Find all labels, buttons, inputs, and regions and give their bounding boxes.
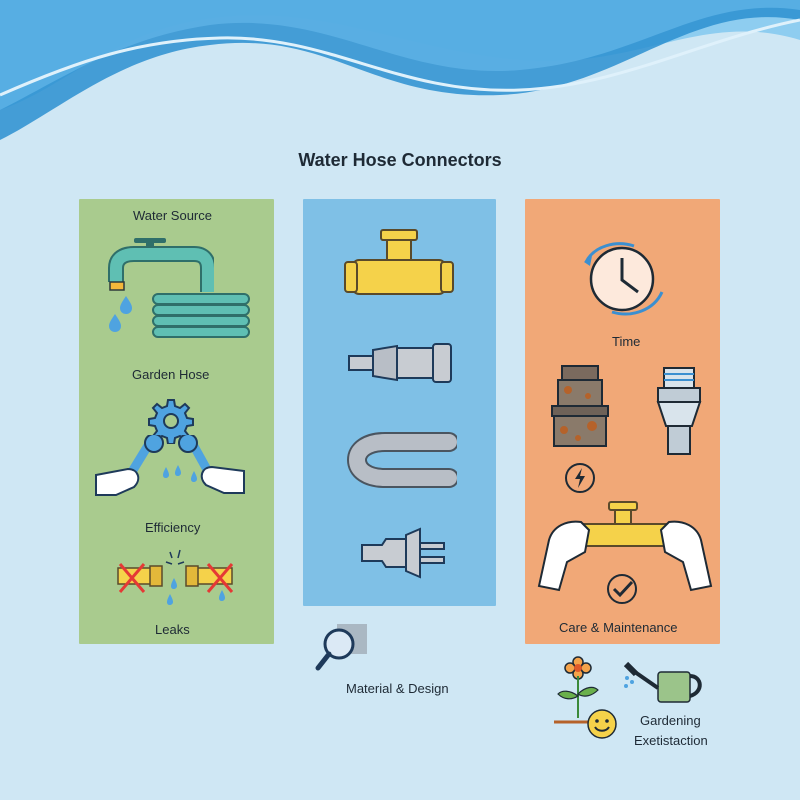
faucet-icon — [108, 238, 214, 292]
magnifier-icon — [315, 624, 367, 671]
label-garden-hose: Garden Hose — [132, 367, 210, 382]
tee-connector-icon — [344, 229, 454, 295]
label-gardening-line1: Gardening — [640, 713, 701, 728]
water-drops-icon — [109, 296, 132, 332]
page-title: Water Hose Connectors — [298, 150, 502, 170]
label-time: Time — [612, 334, 641, 349]
smiley-icon — [587, 709, 617, 739]
wave-header — [0, 0, 800, 140]
watering-can-icon — [624, 661, 702, 703]
hands-pipe-icon — [537, 501, 713, 592]
quick-connector-icon — [348, 343, 452, 383]
wrench-hands-icon — [95, 435, 245, 496]
checkmark-icon — [607, 574, 637, 604]
clock-icon — [584, 242, 664, 316]
label-care-maintenance: Care & Maintenance — [559, 620, 678, 635]
gear-icon — [148, 399, 194, 444]
hose-coil-icon — [152, 293, 250, 338]
label-water-source: Water Source — [133, 208, 212, 223]
label-material-design: Material & Design — [346, 681, 449, 696]
label-leaks: Leaks — [155, 622, 190, 637]
broken-pipe-leak-icon — [117, 549, 234, 605]
plug-connector-icon — [361, 527, 445, 579]
rusty-connector-icon — [551, 365, 609, 447]
chrome-connector-icon — [656, 367, 702, 455]
lightning-icon — [565, 463, 595, 493]
label-gardening-line2: Exetistaction — [634, 733, 708, 748]
label-efficiency: Efficiency — [145, 520, 201, 535]
clamp-connector-icon — [346, 432, 457, 488]
